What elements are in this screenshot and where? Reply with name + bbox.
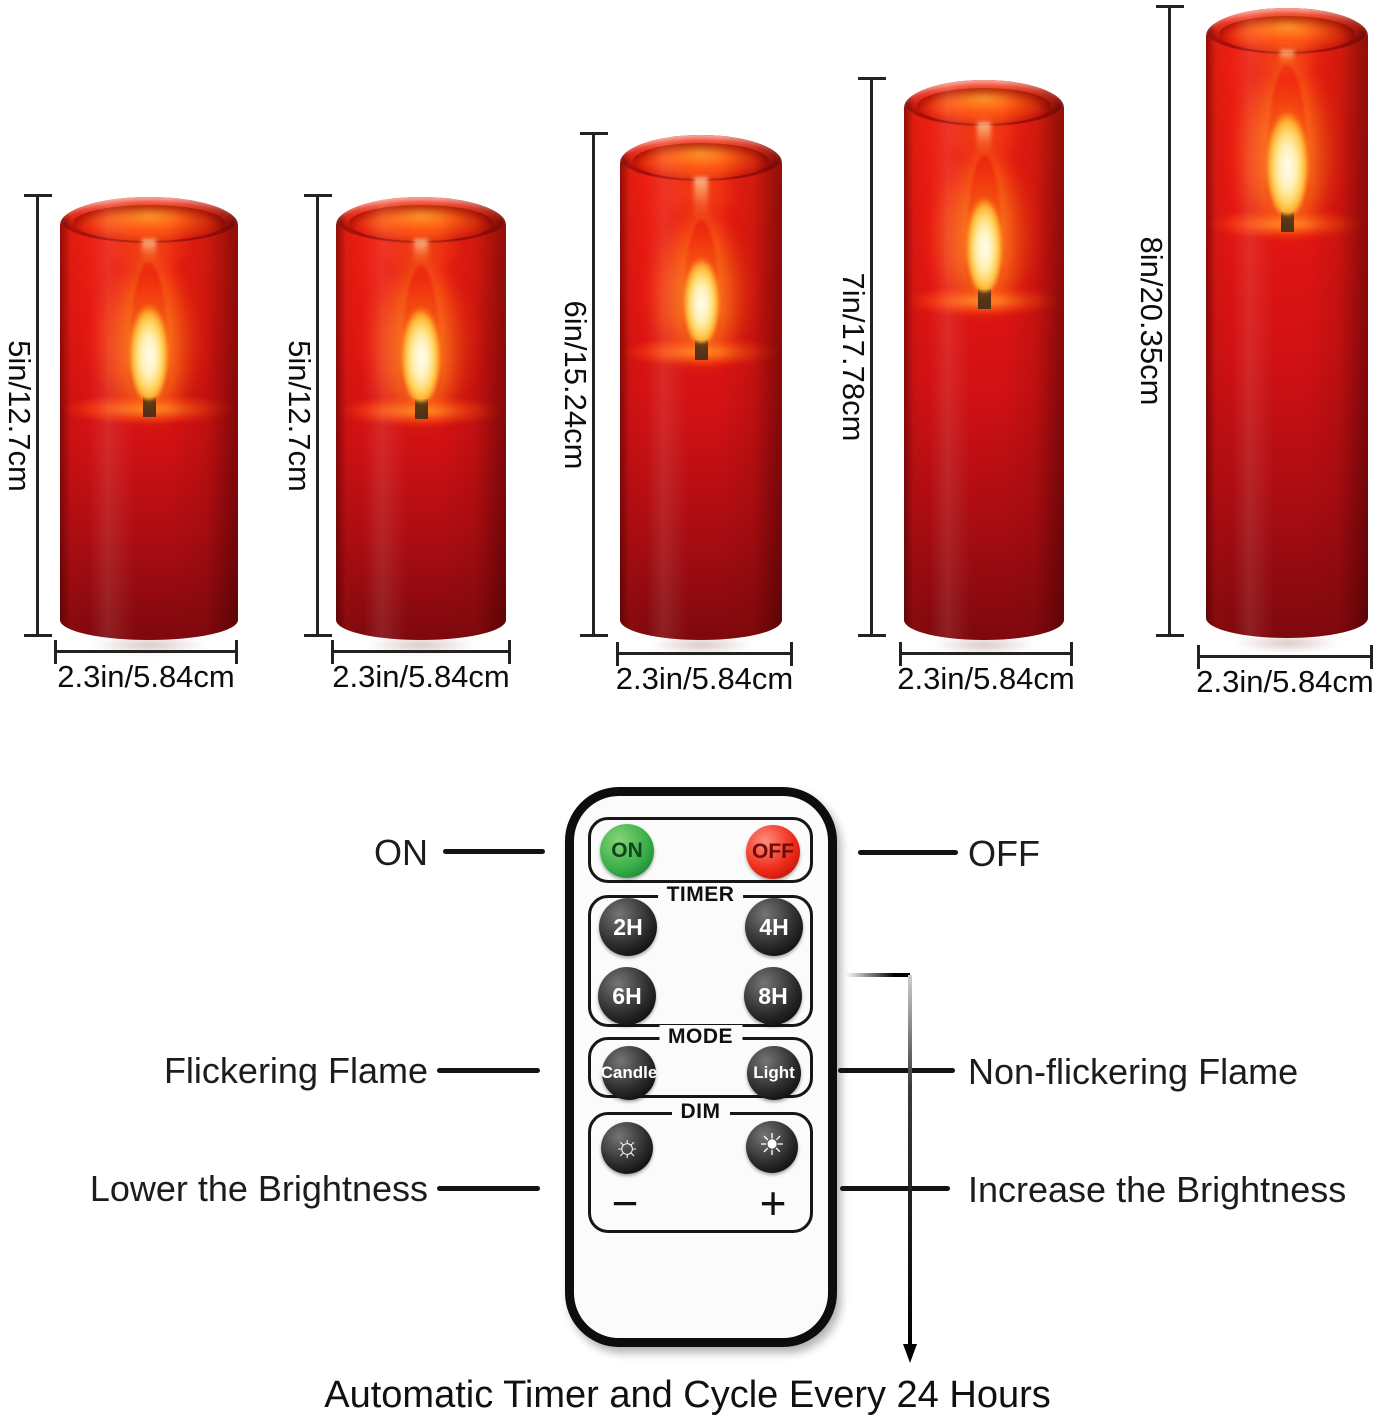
width-dimension-label: 2.3in/5.84cm [1196, 664, 1374, 699]
mode-light-button: Light [747, 1046, 801, 1100]
timer-6h-button: 6H [598, 967, 656, 1025]
minus-sign: − [611, 1177, 639, 1229]
increase-brightness-label: Increase the Brightness [968, 1169, 1347, 1210]
candle-body [60, 197, 238, 640]
flickering-flame-label: Flickering Flame [163, 1050, 428, 1091]
dim-section: DIM [588, 1100, 813, 1233]
height-measure-line [303, 194, 332, 637]
dim-sun-icon: ☼ [613, 1130, 641, 1163]
height-measure-line [579, 132, 608, 637]
timer-8h-button: 8H [744, 967, 802, 1025]
width-dimension-label: 2.3in/5.84cm [897, 661, 1075, 696]
width-dimension-label: 2.3in/5.84cm [615, 661, 794, 696]
glass-shading [620, 135, 782, 640]
glass-shading [1206, 8, 1368, 638]
mode-section: MODE [588, 1025, 813, 1098]
timer-callout-arrow [903, 1344, 917, 1363]
glass-shading [60, 197, 238, 640]
dim-high-button: ☀ [746, 1121, 798, 1173]
mode-candle-button: Candle [601, 1046, 657, 1100]
glass-shading [336, 197, 506, 640]
timer-callout-connector [846, 973, 910, 977]
mode-section-label: MODE [659, 1025, 742, 1049]
on-callout-line [443, 849, 545, 854]
width-measure-line [616, 641, 793, 666]
remote-control: TIMER MODE DIM ON OFF 2H 4H 6H 8H Candle… [565, 787, 837, 1347]
off-button: OFF [746, 825, 800, 879]
candle-body [336, 197, 506, 640]
off-callout-line [858, 850, 958, 855]
height-dimension-label: 5in/12.7cm [2, 339, 37, 492]
width-dimension-label: 2.3in/5.84cm [57, 659, 235, 694]
timer-callout-line [908, 975, 912, 1345]
power-section [588, 817, 813, 883]
dim-section-label: DIM [671, 1100, 730, 1124]
height-measure-line [23, 194, 52, 637]
on-button: ON [600, 824, 654, 878]
width-measure-line [1197, 644, 1373, 669]
nonflicker-callout-line [838, 1068, 955, 1073]
width-measure-line [54, 639, 238, 664]
height-dimension-label: 8in/20.35cm [1134, 236, 1169, 406]
timer-2h-button: 2H [599, 898, 657, 956]
width-dimension-label: 2.3in/5.84cm [332, 659, 510, 694]
flicker-callout-line [437, 1068, 540, 1073]
increase-callout-line [840, 1186, 950, 1191]
height-dimension-label: 7in/17.78cm [836, 272, 871, 442]
width-measure-line [331, 639, 511, 664]
timer-section-label: TIMER [657, 883, 744, 907]
height-measure-line [857, 77, 886, 637]
on-label: ON [374, 832, 428, 873]
candle-body [1206, 8, 1368, 638]
lower-brightness-label: Lower the Brightness [89, 1168, 428, 1209]
height-measure-line [1155, 5, 1184, 637]
bright-sun-icon: ☀ [758, 1129, 786, 1162]
width-measure-line [899, 641, 1073, 666]
height-dimension-label: 5in/12.7cm [282, 339, 317, 492]
height-dimension-label: 6in/15.24cm [558, 300, 593, 469]
caption: Automatic Timer and Cycle Every 24 Hours [324, 1374, 1051, 1416]
dim-low-button: ☼ [601, 1122, 653, 1174]
non-flickering-flame-label: Non-flickering Flame [968, 1051, 1299, 1092]
glass-shading [904, 80, 1064, 640]
off-label: OFF [968, 833, 1040, 874]
lower-callout-line [437, 1186, 540, 1191]
candle-body [904, 80, 1064, 640]
candle-body [620, 135, 782, 640]
plus-sign: + [759, 1177, 787, 1229]
timer-4h-button: 4H [745, 898, 803, 956]
